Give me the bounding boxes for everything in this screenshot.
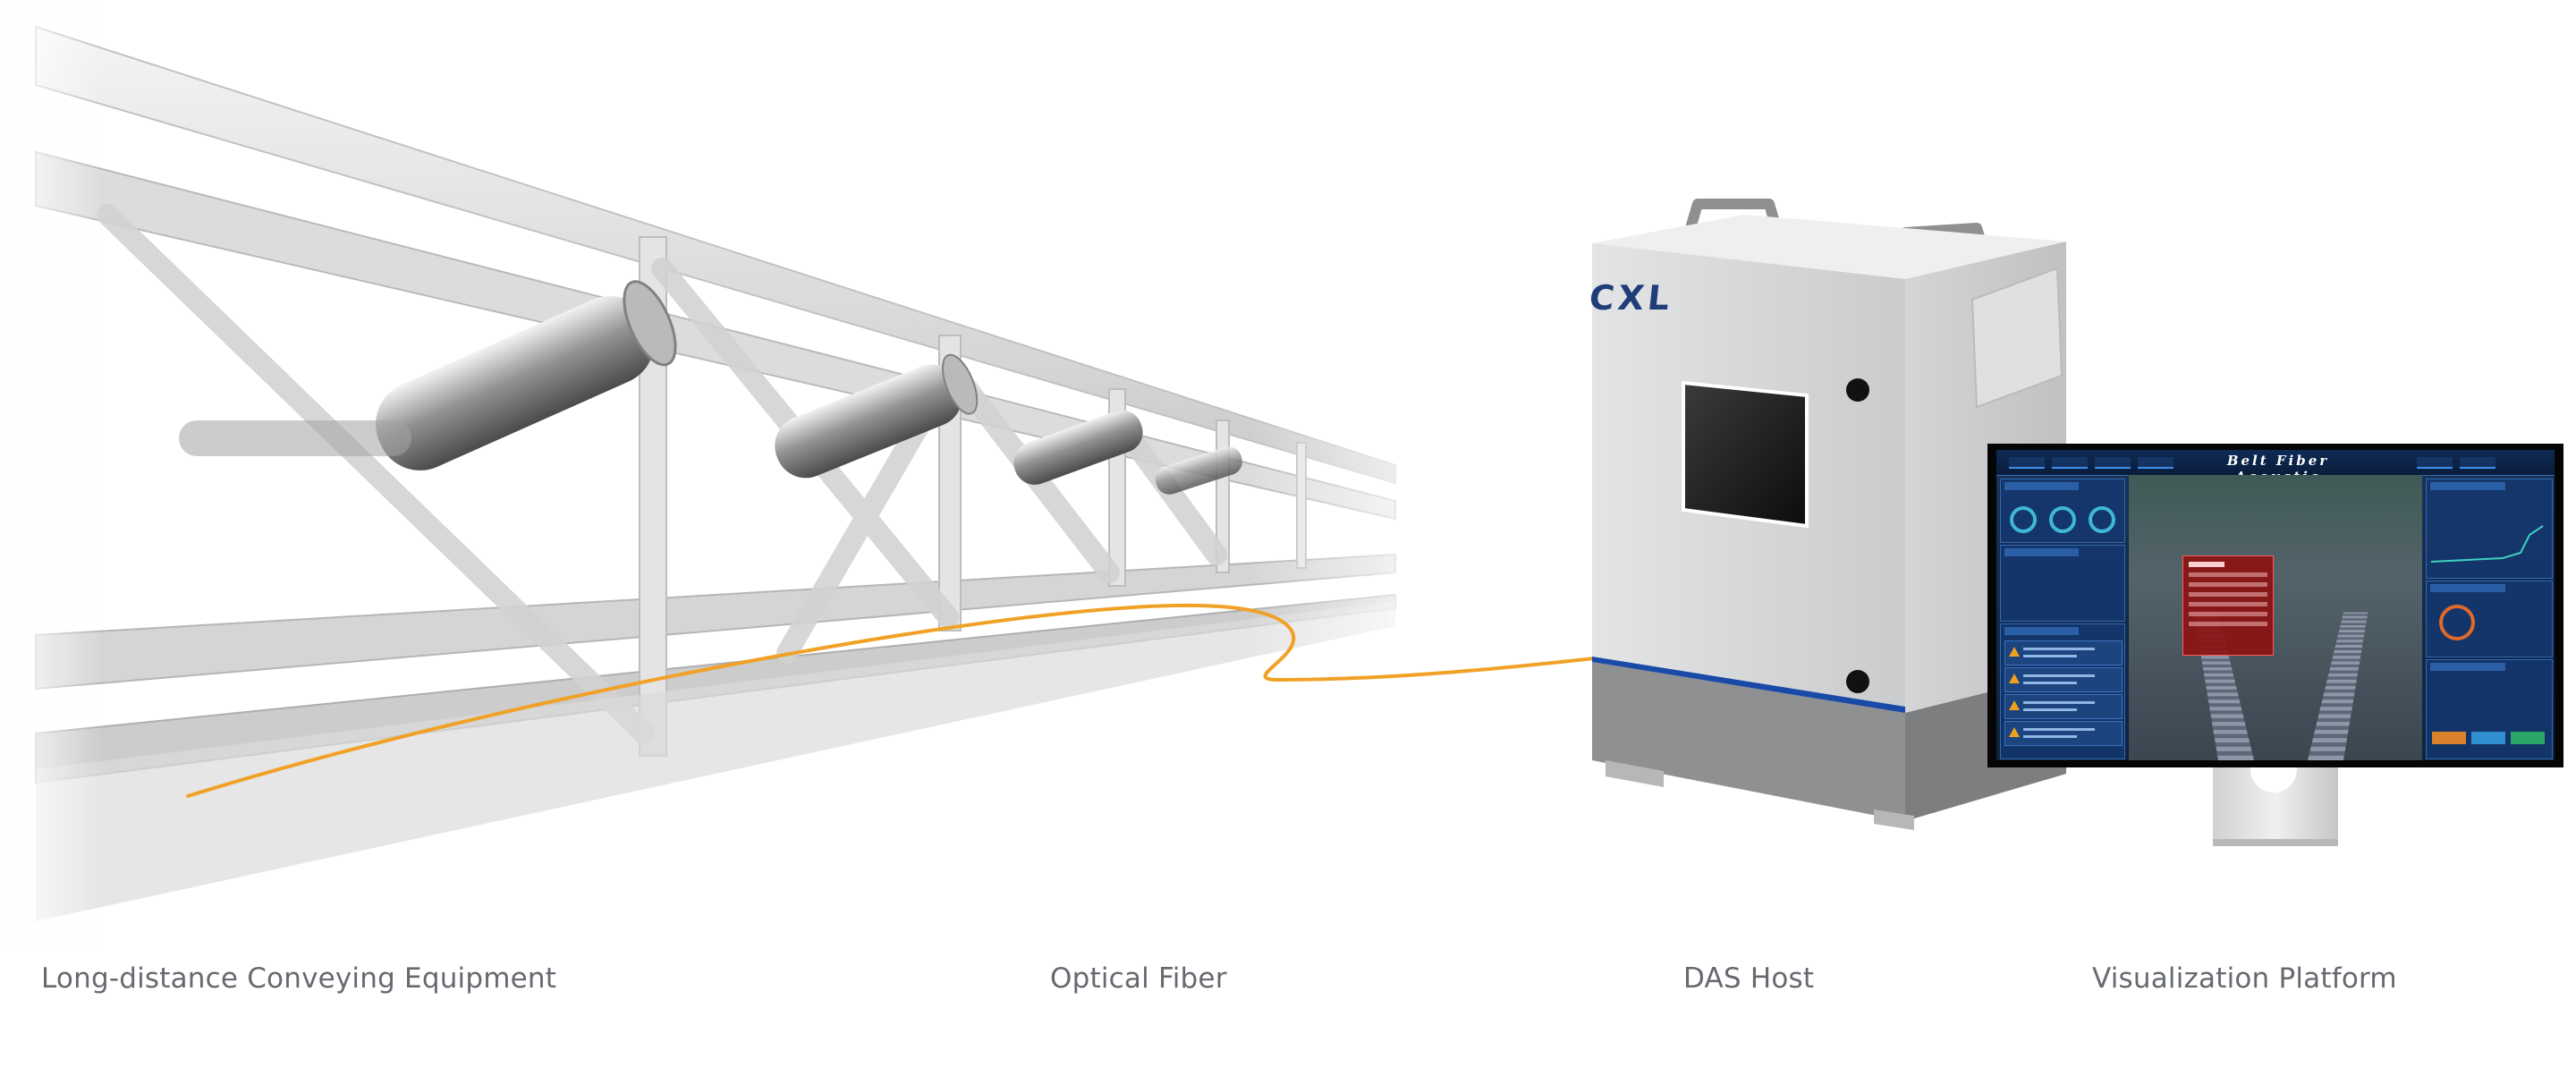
dashboard-screen: Belt Fiber Acoustic — [1996, 450, 2555, 760]
fiber-health-panel — [2000, 545, 2125, 622]
status-button — [2432, 732, 2466, 744]
caption-optical-fiber: Optical Fiber — [1050, 962, 1227, 995]
cabinet-top — [1592, 215, 2066, 279]
warning-triangle-icon — [2009, 647, 2020, 657]
dashboard-tab — [2138, 457, 2174, 469]
warning-triangle-icon — [2009, 727, 2020, 737]
conveyor-fade — [0, 0, 1467, 948]
caption-das-host: DAS Host — [1683, 962, 1815, 995]
cabinet-foot-right — [1874, 809, 1914, 830]
cabinet-base — [1592, 662, 1905, 821]
dashboard-tab — [2052, 457, 2088, 469]
trend-panel — [2426, 479, 2553, 579]
status-button — [2511, 732, 2545, 744]
belt-track — [2308, 612, 2368, 760]
conveyor-truss — [0, 0, 1467, 948]
das-host-brand: CXL — [1588, 278, 1675, 318]
caption-visualization-platform: Visualization Platform — [2092, 962, 2397, 995]
alert-item — [2004, 694, 2123, 719]
alert-item — [2004, 640, 2123, 665]
severity-panel — [2426, 581, 2553, 657]
host-lcd — [1682, 380, 1809, 529]
dashboard-tab — [2009, 457, 2045, 469]
conveyor-3d-view — [2129, 475, 2422, 760]
dashboard-tab — [2417, 457, 2453, 469]
alarm-popup — [2182, 555, 2274, 656]
alert-item — [2004, 721, 2123, 746]
warning-triangle-icon — [2009, 674, 2020, 683]
warning-triangle-icon — [2009, 700, 2020, 710]
optical-fiber-cable — [186, 603, 1596, 798]
caption-conveying-equipment: Long-distance Conveying Equipment — [41, 962, 557, 995]
dashboard-tab — [2460, 457, 2496, 469]
status-button — [2471, 732, 2505, 744]
cabinet-foot-left — [1606, 760, 1664, 787]
lock-knob-icon — [1846, 378, 1869, 693]
device-info-panel — [2000, 479, 2125, 543]
side-vent — [1970, 267, 2063, 409]
dashboard-header: Belt Fiber Acoustic — [1996, 450, 2555, 485]
cabinet-stripe — [1592, 657, 1905, 713]
ring-gauge-icon — [2439, 605, 2475, 640]
ring-gauge-icon — [2010, 506, 2037, 533]
alert-item — [2004, 667, 2123, 692]
ring-gauge-icon — [2089, 506, 2115, 533]
recent-alerts-panel — [2000, 623, 2125, 759]
ring-gauge-icon — [2049, 506, 2076, 533]
dashboard-tab — [2095, 457, 2131, 469]
handling-panel — [2426, 659, 2553, 759]
